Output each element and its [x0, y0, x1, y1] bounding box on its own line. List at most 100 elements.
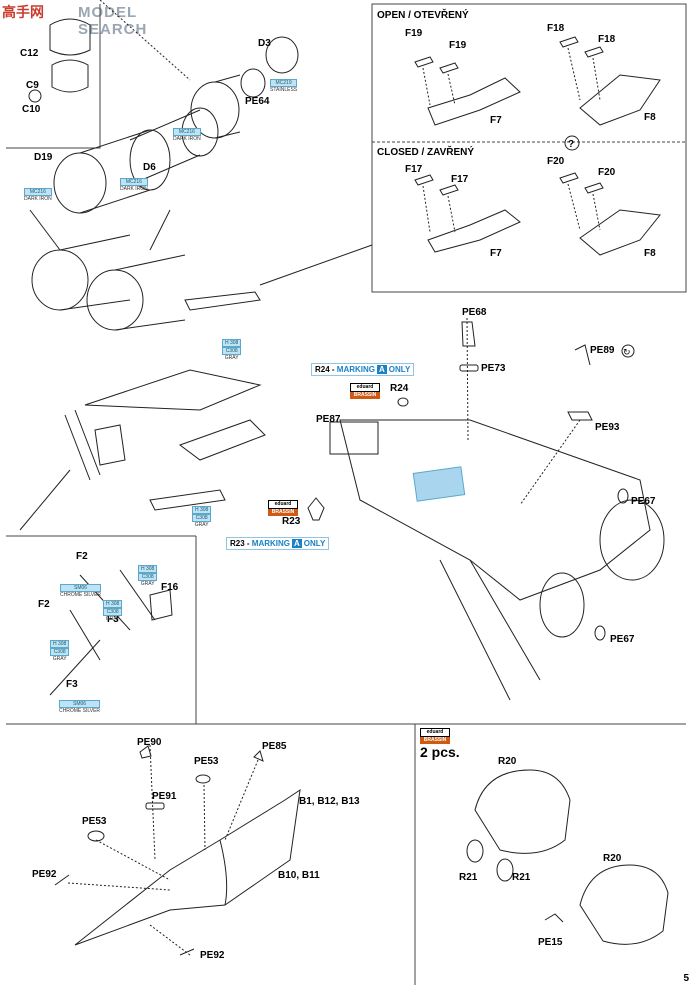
paint-code2: C308 — [222, 347, 242, 355]
paint-chrome-2: SM06 CHROME SILVER — [59, 700, 101, 714]
part-pe87 — [329, 421, 379, 455]
paint-code: H 308 — [50, 640, 70, 648]
label-f3a: F3 — [107, 614, 119, 625]
label-f2b: F2 — [38, 599, 50, 610]
paint-code2: C308 — [50, 648, 70, 656]
paint-stainless: MC219 STAINLESS — [270, 79, 298, 93]
watermark-cn: 高手网 — [2, 4, 44, 20]
label-r21a: R21 — [459, 872, 478, 883]
note-dash: - — [329, 365, 337, 374]
label-c10: C10 — [22, 104, 41, 115]
brassin-bottom: BRASSIN — [268, 509, 298, 516]
rotate-icon: ↻ — [623, 348, 631, 358]
note-marking: MARKING — [251, 539, 291, 548]
part-r20a — [474, 769, 571, 854]
helmet-quantity: 2 pcs. — [420, 744, 460, 760]
label-pe87: PE87 — [316, 414, 341, 425]
part-f3a — [119, 569, 156, 621]
label-pe92a: PE92 — [32, 869, 57, 880]
paint-dark-iron-3: MC216 DARK IRON — [24, 188, 52, 202]
label-b10-b11: B10, B11 — [278, 870, 320, 881]
brassin-badge-r24: eduard BRASSIN — [350, 383, 380, 399]
paint-gray-1: H 308 C308 GRAY — [222, 339, 242, 361]
label-pe64: PE64 — [245, 96, 270, 107]
nozzle-left — [539, 572, 585, 638]
label-open-f19a: F19 — [405, 28, 423, 39]
open-f8 — [579, 74, 661, 126]
part-pe93 — [567, 411, 593, 421]
label-open-f19b: F19 — [449, 40, 467, 51]
label-open-f8: F8 — [644, 112, 656, 123]
open-f18a — [559, 36, 579, 48]
paint-code: SM06 — [59, 700, 101, 708]
part-pe92b — [179, 948, 195, 956]
label-closed-f17b: F17 — [451, 174, 469, 185]
flap-inset-leader — [259, 244, 373, 286]
label-closed-f8: F8 — [644, 248, 656, 259]
label-f2a: F2 — [76, 551, 88, 562]
note-letter: A — [377, 365, 387, 374]
label-c12: C12 — [20, 48, 39, 59]
part-f16 — [149, 589, 173, 621]
label-r24: R24 — [390, 383, 409, 394]
open-f19a — [414, 56, 434, 68]
part-r20b — [579, 864, 669, 945]
part-c9 — [51, 59, 89, 93]
closed-f8 — [579, 209, 661, 256]
paint-dark-iron-1: MC216 DARK IRON — [173, 128, 201, 142]
question-icon — [564, 135, 580, 151]
note-part: R24 — [315, 365, 330, 374]
question-icon-glyph: ? — [568, 139, 574, 150]
label-pe73: PE73 — [481, 363, 506, 374]
part-pe85 — [253, 750, 264, 762]
paint-name: DARK IRON — [120, 186, 148, 192]
strut-inset-leader — [19, 469, 71, 531]
part-c10 — [28, 89, 42, 103]
paint-gray-3: H 308 C308 GRAY — [138, 565, 158, 587]
label-f16: F16 — [161, 582, 179, 593]
closed-header: CLOSED / ZAVŘENÝ — [377, 147, 475, 158]
part-c12 — [49, 18, 91, 56]
label-closed-f7: F7 — [490, 248, 502, 259]
paint-name: DARK IRON — [173, 136, 201, 142]
label-closed-f20a: F20 — [547, 156, 565, 167]
paint-gray-5: H 308 C308 GRAY — [50, 640, 70, 662]
closed-f7 — [427, 209, 521, 253]
paint-code2: C308 — [103, 608, 123, 616]
brassin-badge-r23: eduard BRASSIN — [268, 500, 298, 516]
label-open-f18a: F18 — [547, 23, 565, 34]
paint-code: H 308 — [192, 506, 212, 514]
watermark-en: MODEL SEARCH — [78, 4, 148, 38]
part-pe67a — [617, 488, 629, 504]
note-letter: A — [292, 539, 302, 548]
part-pe67b — [594, 625, 606, 641]
open-header: OPEN / OTEVŘENÝ — [377, 10, 469, 21]
brassin-top: eduard — [350, 383, 380, 392]
part-pe89 — [574, 344, 591, 366]
label-pe53b: PE53 — [82, 816, 107, 827]
nozzle-inset-leaders — [29, 209, 171, 251]
part-pe68 — [461, 321, 476, 347]
paint-name: CHROME SILVER — [59, 708, 101, 714]
page-number: 5 — [683, 973, 689, 984]
paint-code: H 308 — [103, 600, 123, 608]
open-f19b — [439, 62, 459, 74]
nozzle-right — [599, 499, 665, 581]
note-only: ONLY — [303, 539, 326, 548]
forward-fuselage — [74, 788, 301, 946]
label-open-f18b: F18 — [598, 34, 616, 45]
paint-gray-4: H 308 C308 GRAY — [103, 600, 123, 622]
paint-gray-2: H 308 C308 GRAY — [192, 506, 212, 528]
paint-name: CHROME SILVER — [60, 592, 102, 598]
part-upper-mount — [184, 291, 261, 311]
label-open-f7: F7 — [490, 115, 502, 126]
label-pe53a: PE53 — [194, 756, 219, 767]
note-part: R23 — [230, 539, 245, 548]
label-pe92b: PE92 — [200, 950, 225, 961]
paint-name: GRAY — [140, 581, 155, 587]
part-r24 — [397, 397, 409, 407]
